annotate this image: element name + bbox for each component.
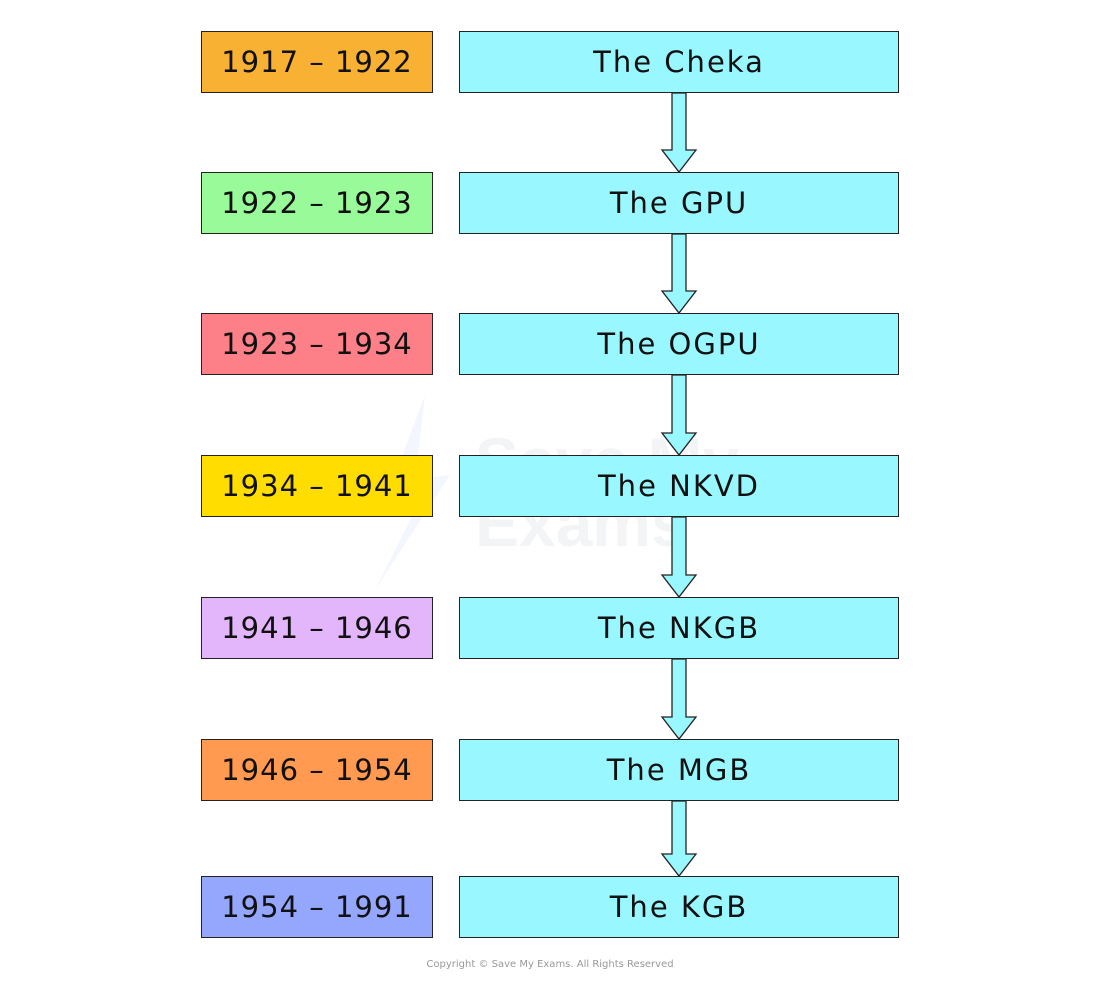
down-arrow-icon: [660, 516, 698, 599]
organisation-box: The NKVD: [459, 455, 899, 517]
date-range-box: 1922 – 1923: [201, 172, 433, 234]
date-range-box: 1954 – 1991: [201, 876, 433, 938]
date-range-box: 1917 – 1922: [201, 31, 433, 93]
organisation-box: The MGB: [459, 739, 899, 801]
date-range-box: 1923 – 1934: [201, 313, 433, 375]
down-arrow-icon: [660, 92, 698, 174]
copyright: Copyright © Save My Exams. All Rights Re…: [426, 959, 674, 970]
organisation-box: The NKGB: [459, 597, 899, 659]
down-arrow-icon: [660, 374, 698, 457]
organisation-box: The Cheka: [459, 31, 899, 93]
organisation-box: The GPU: [459, 172, 899, 234]
organisation-box: The KGB: [459, 876, 899, 938]
down-arrow-icon: [660, 233, 698, 315]
down-arrow-icon: [660, 658, 698, 741]
date-range-box: 1941 – 1946: [201, 597, 433, 659]
organisation-box: The OGPU: [459, 313, 899, 375]
date-range-box: 1934 – 1941: [201, 455, 433, 517]
date-range-box: 1946 – 1954: [201, 739, 433, 801]
down-arrow-icon: [660, 800, 698, 878]
